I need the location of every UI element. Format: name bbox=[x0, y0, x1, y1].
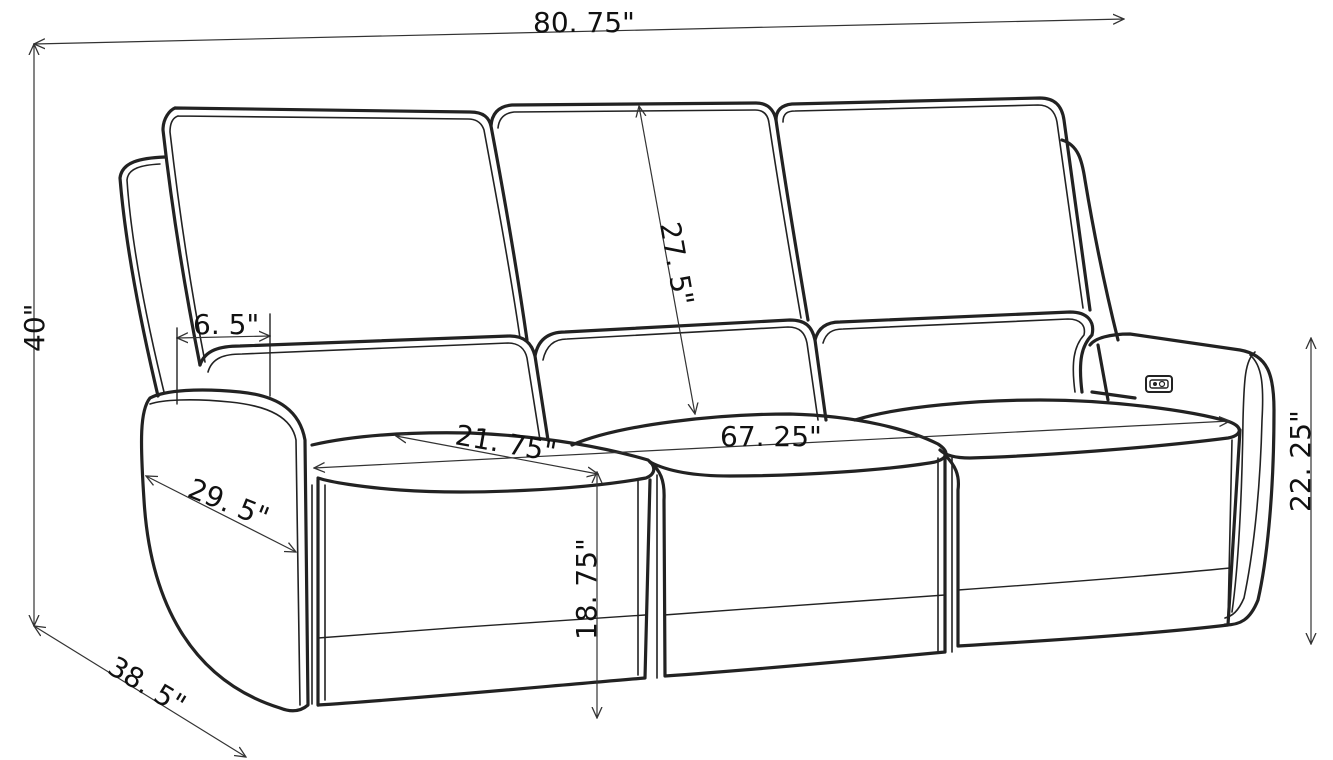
lumbar-left-inner bbox=[207, 342, 541, 441]
left-arm bbox=[139, 388, 310, 713]
dim-line-arm-depth bbox=[146, 476, 296, 552]
right-arm bbox=[1088, 332, 1276, 627]
label-overall-height: 40" bbox=[18, 303, 51, 352]
lumbar-right-inner bbox=[822, 318, 1086, 393]
left-arm-welt bbox=[149, 399, 301, 706]
seat-front-right bbox=[943, 428, 1242, 648]
lumbar-right bbox=[813, 310, 1095, 394]
label-arm-depth: 29. 5" bbox=[183, 472, 273, 534]
usb-power-button-icon[interactable] bbox=[1145, 375, 1173, 393]
left-back-wing-inner bbox=[126, 163, 165, 393]
back-cushion-left bbox=[161, 106, 529, 367]
seat-front-right-footrest bbox=[957, 567, 1231, 591]
right-back-wing bbox=[1060, 138, 1120, 342]
label-overall-width: 80. 75" bbox=[533, 6, 635, 39]
label-seat-width: 67. 25" bbox=[720, 420, 822, 453]
seat-front-middle-footrest bbox=[663, 594, 946, 616]
label-seat-height: 18. 75" bbox=[570, 538, 603, 640]
seat-front-middle bbox=[648, 453, 947, 678]
right-arm-welt bbox=[1231, 351, 1256, 613]
label-arm-width: 6. 5" bbox=[193, 308, 259, 341]
dim-line-arm-width bbox=[177, 336, 270, 338]
back-cushion-right bbox=[774, 96, 1092, 312]
dim-line-overall-width bbox=[34, 19, 1124, 44]
lumbar-middle bbox=[533, 318, 828, 422]
dim-line-seat-depth bbox=[396, 436, 598, 474]
seat-front-left-footrest bbox=[317, 614, 646, 639]
label-overall-depth: 38. 5" bbox=[102, 650, 191, 722]
seat-front-middle-inner bbox=[656, 457, 953, 679]
label-seat-depth: 21. 75" bbox=[453, 418, 559, 468]
dim-line-overall-depth bbox=[34, 626, 246, 757]
dimension-lines bbox=[34, 19, 1311, 757]
back-cushion-right-inner bbox=[782, 104, 1084, 309]
seat-front-left bbox=[316, 478, 652, 707]
dim-line-back-height bbox=[639, 106, 695, 414]
label-back-height: 27. 5" bbox=[653, 219, 700, 308]
seat-front-left-inner bbox=[324, 479, 639, 701]
lumbar-left bbox=[198, 334, 550, 442]
lumbar-middle-inner bbox=[542, 326, 819, 421]
left-arm-side bbox=[311, 477, 319, 707]
sofa-drawing bbox=[118, 96, 1276, 713]
back-cushion-middle-inner bbox=[497, 109, 802, 319]
back-cushion-left-inner bbox=[169, 115, 521, 363]
back-cushion-middle bbox=[489, 101, 810, 322]
left-back-wing bbox=[118, 155, 167, 398]
seat-cushion-right bbox=[853, 398, 1241, 460]
right-arm-inside bbox=[1090, 343, 1137, 402]
label-arm-height: 22. 25" bbox=[1284, 410, 1317, 512]
right-arm-inner bbox=[1224, 354, 1264, 619]
seat-front-right-inner bbox=[937, 439, 1233, 653]
